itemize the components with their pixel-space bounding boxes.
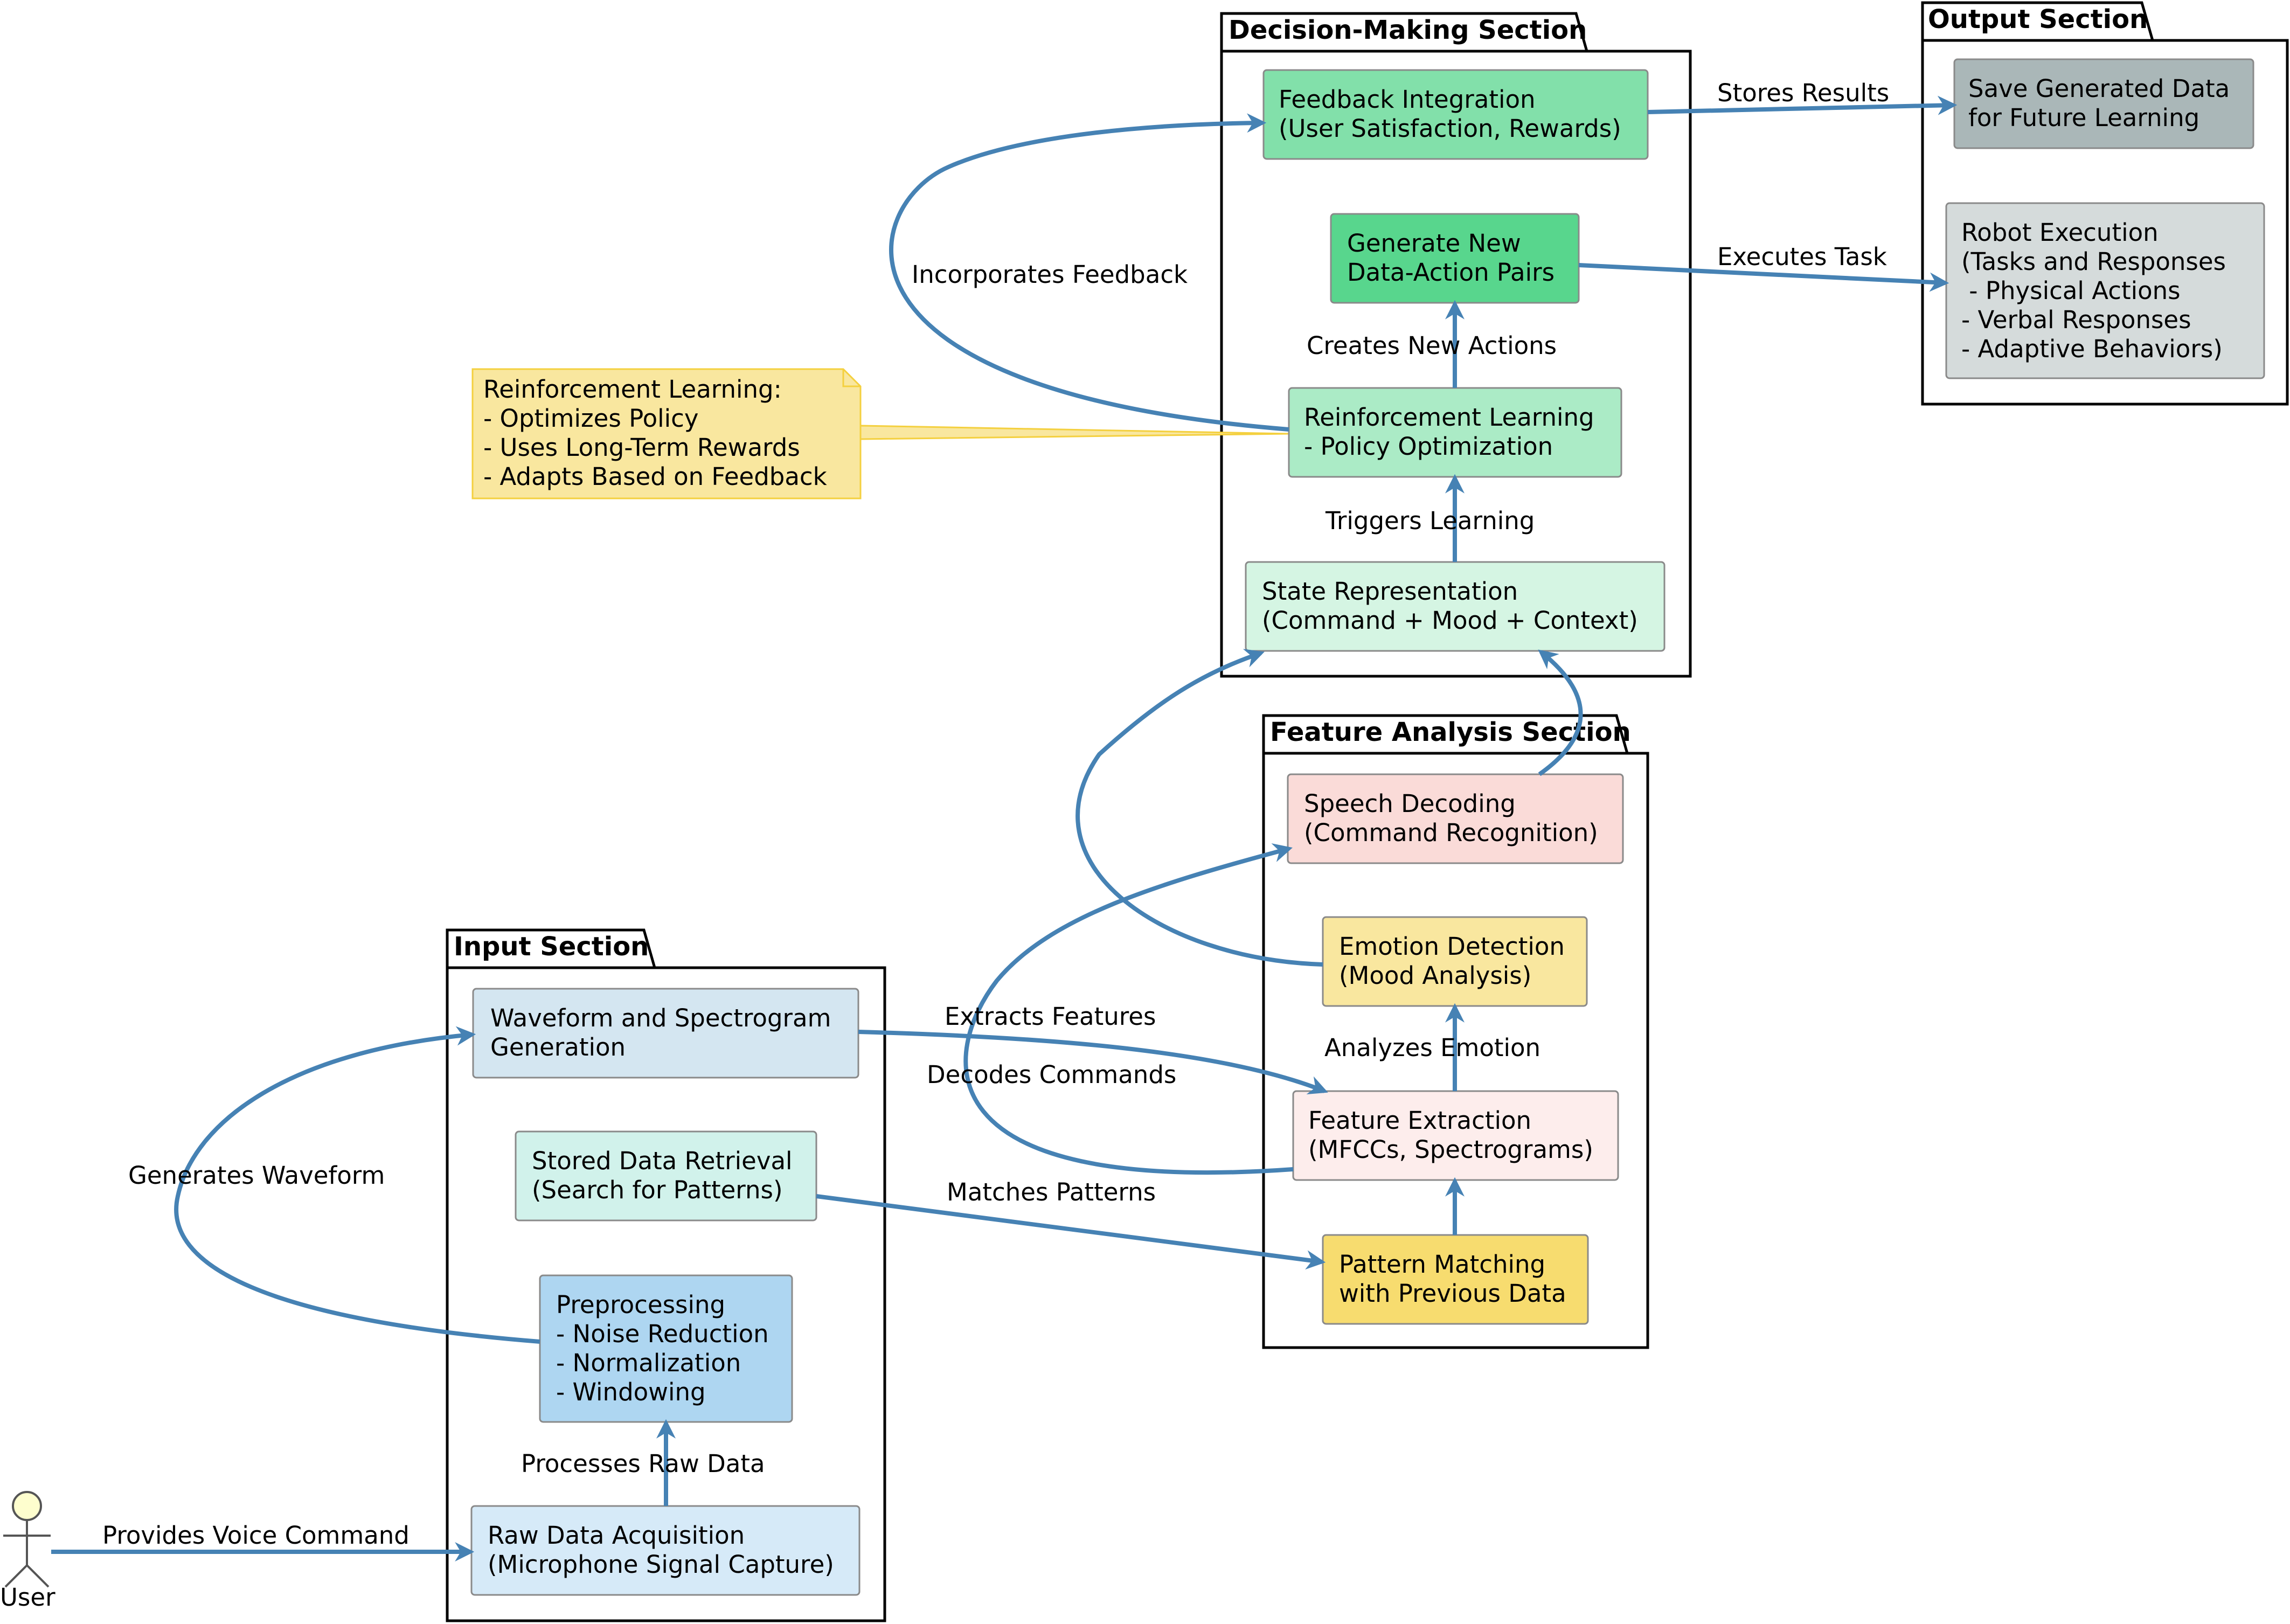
node-raw-data-label: Raw Data Acquisition (Microphone Signal … — [488, 1521, 834, 1579]
edge-decodes-commands — [963, 843, 1294, 1175]
node-stored-data: Stored Data Retrieval (Search for Patter… — [515, 1130, 817, 1222]
edge-executes-task — [1578, 263, 1949, 292]
edges: Stores Results Executes Task Incorporate… — [51, 79, 1958, 1561]
node-feature-extraction: Feature Extraction (MFCCs, Spectrograms) — [1292, 1090, 1619, 1181]
actor-head-icon — [12, 1491, 42, 1521]
edge-label-processes-raw-data: Processes Raw Data — [521, 1449, 765, 1478]
edge-label-provides-voice-command: Provides Voice Command — [102, 1521, 410, 1550]
edge-emotion-to-state — [1075, 649, 1323, 967]
edge-matches-patterns — [816, 1194, 1326, 1270]
edge-label-generates-waveform: Generates Waveform — [128, 1161, 385, 1190]
node-pattern-matching-label: Pattern Matching with Previous Data — [1339, 1250, 1566, 1308]
node-save-data: Save Generated Data for Future Learning — [1953, 58, 2254, 149]
actor-user: User — [0, 1491, 55, 1612]
edge-extracts-features — [858, 1030, 1328, 1095]
edge-label-triggers-learning: Triggers Learning — [1325, 506, 1535, 535]
node-feedback-integration-label: Feedback Integration (User Satisfaction,… — [1279, 85, 1621, 143]
package-title-input: Input Section — [454, 932, 649, 962]
node-emotion-detection: Emotion Detection (Mood Analysis) — [1322, 916, 1588, 1007]
node-preprocessing: Preprocessing - Noise Reduction - Normal… — [539, 1274, 793, 1423]
node-state-representation-label: State Representation (Command + Mood + C… — [1262, 577, 1638, 635]
edge-label-stores-results: Stores Results — [1717, 79, 1889, 107]
node-raw-data: Raw Data Acquisition (Microphone Signal … — [470, 1505, 861, 1596]
node-stored-data-label: Stored Data Retrieval (Search for Patter… — [532, 1147, 800, 1204]
package-title-output: Output Section — [1928, 4, 2148, 34]
package-title-decision: Decision-Making Section — [1229, 15, 1587, 45]
node-state-representation: State Representation (Command + Mood + C… — [1245, 561, 1666, 652]
edge-generates-waveform — [174, 1026, 540, 1344]
node-robot-execution: Robot Execution (Tasks and Responses - P… — [1945, 202, 2265, 379]
reinforcement-learning-note: Reinforcement Learning: - Optimizes Poli… — [471, 368, 1289, 499]
note-text: Reinforcement Learning: - Optimizes Poli… — [483, 375, 827, 491]
node-speech-decoding-label: Speech Decoding (Command Recognition) — [1304, 789, 1598, 847]
node-generate-pairs-label: Generate New Data-Action Pairs — [1347, 229, 1555, 287]
node-feedback-integration: Feedback Integration (User Satisfaction,… — [1262, 69, 1649, 160]
node-reinforcement-learning: Reinforcement Learning - Policy Optimiza… — [1288, 387, 1622, 478]
node-emotion-detection-label: Emotion Detection (Mood Analysis) — [1339, 932, 1572, 990]
node-feature-extraction-label: Feature Extraction (MFCCs, Spectrograms) — [1308, 1106, 1593, 1164]
edge-label-executes-task: Executes Task — [1717, 242, 1887, 271]
edge-label-analyzes-emotion: Analyzes Emotion — [1324, 1033, 1540, 1062]
node-pattern-matching: Pattern Matching with Previous Data — [1322, 1234, 1589, 1325]
edge-label-matches-patterns: Matches Patterns — [947, 1178, 1156, 1206]
node-speech-decoding: Speech Decoding (Command Recognition) — [1287, 773, 1624, 864]
node-waveform-generation-label: Waveform and Spectrogram Generation — [490, 1004, 839, 1061]
edge-incorporates-feedback — [889, 113, 1289, 432]
node-robot-execution-label: Robot Execution (Tasks and Responses - P… — [1961, 218, 2233, 363]
edge-label-extracts-features: Extracts Features — [945, 1002, 1156, 1031]
node-generate-pairs: Generate New Data-Action Pairs — [1330, 213, 1580, 304]
actor-user-label: User — [0, 1583, 55, 1612]
edge-label-creates-new-actions: Creates New Actions — [1307, 331, 1557, 360]
node-waveform-generation: Waveform and Spectrogram Generation — [472, 988, 859, 1079]
edge-label-decodes-commands: Decodes Commands — [927, 1060, 1176, 1089]
edge-label-incorporates-feedback: Incorporates Feedback — [912, 260, 1188, 289]
node-preprocessing-label: Preprocessing - Noise Reduction - Normal… — [556, 1290, 776, 1406]
node-reinforcement-learning-label: Reinforcement Learning - Policy Optimiza… — [1304, 403, 1602, 461]
node-save-data-label: Save Generated Data for Future Learning — [1968, 74, 2238, 132]
edge-speech-to-state — [1538, 649, 1583, 776]
edge-stores-results — [1647, 95, 1958, 115]
